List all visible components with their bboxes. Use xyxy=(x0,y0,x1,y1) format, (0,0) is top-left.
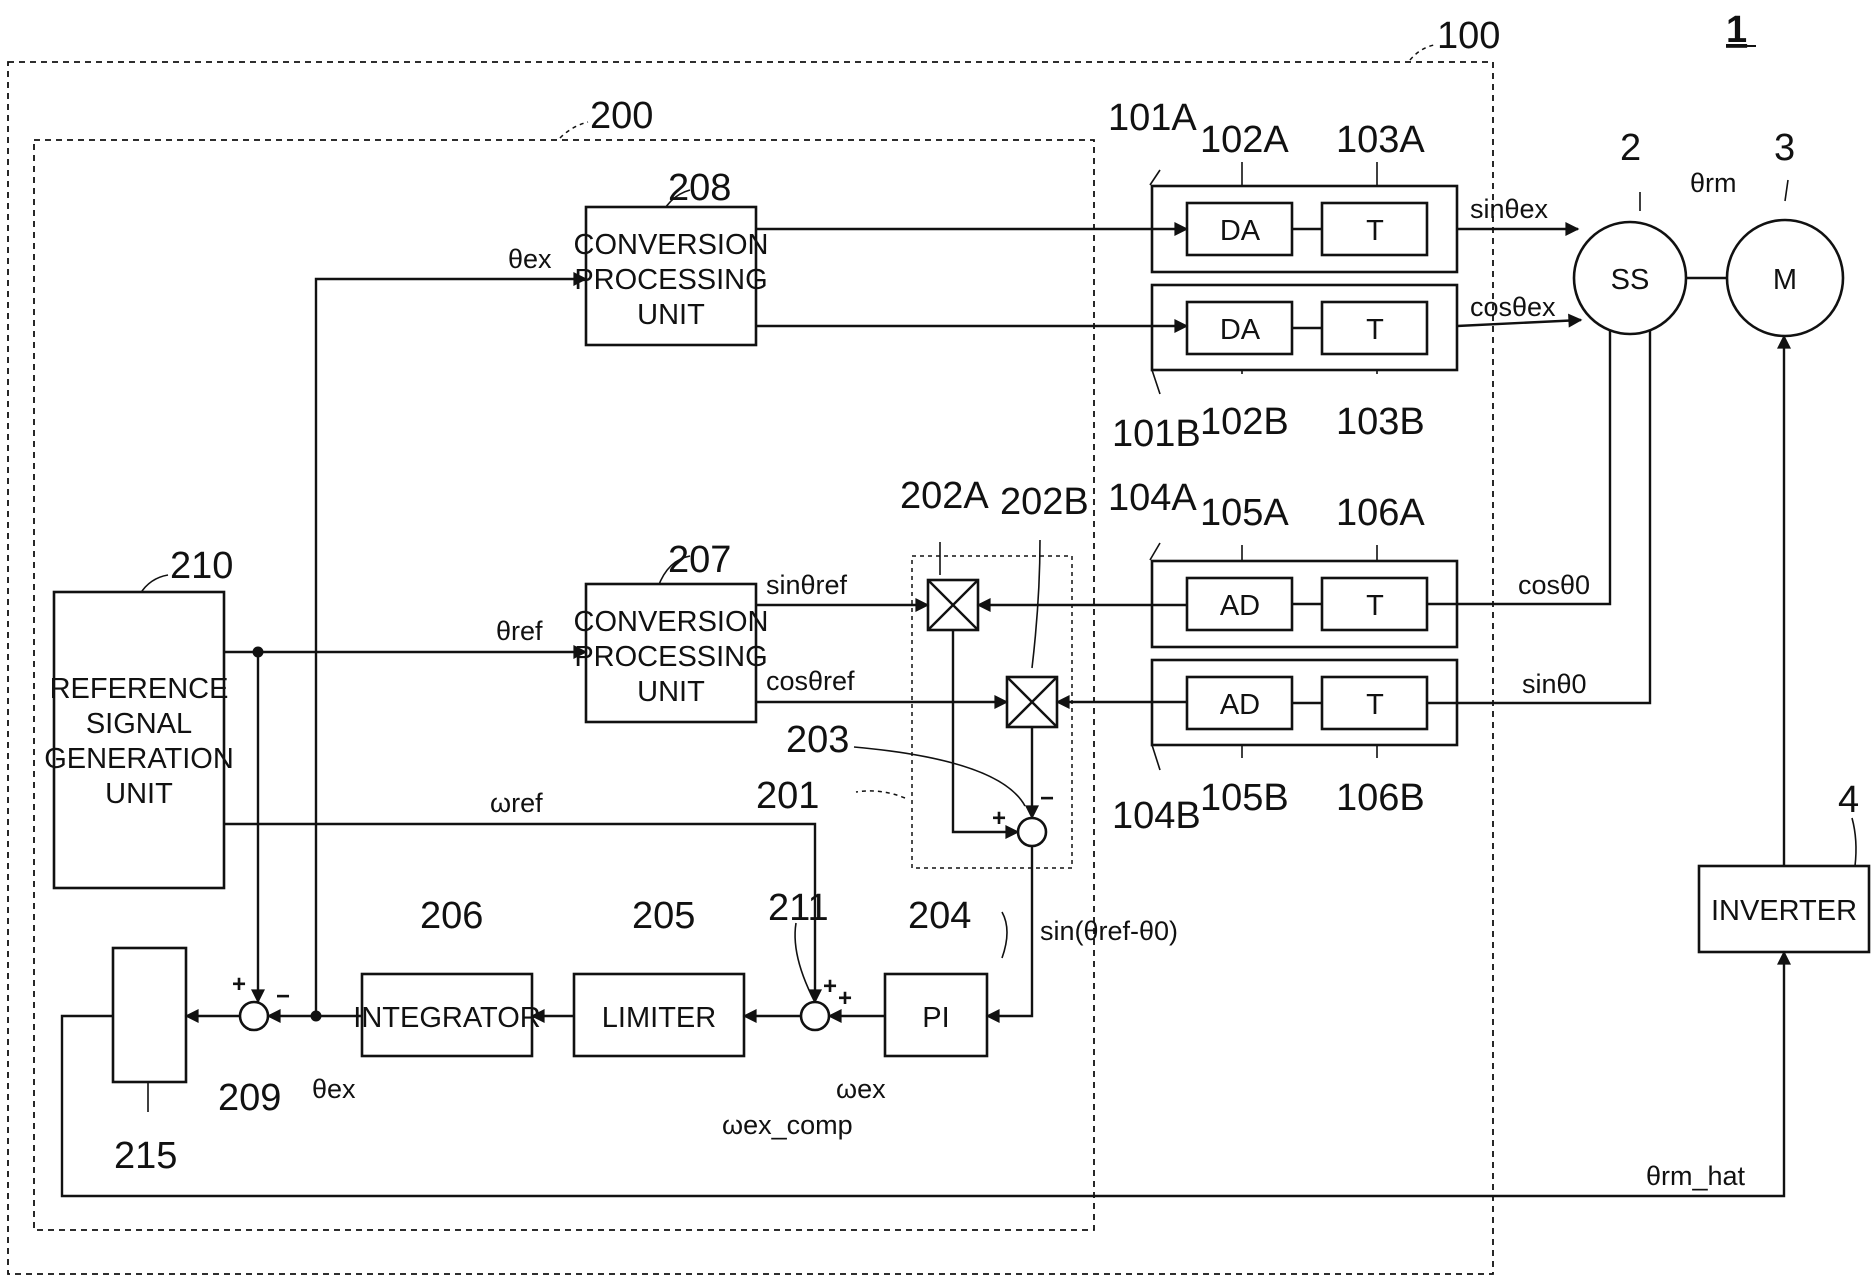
ref-101B: 101B xyxy=(1112,413,1201,455)
leader-200 xyxy=(560,122,588,138)
reference-unit-line2: SIGNAL xyxy=(86,708,192,740)
wire-202A-to-203 xyxy=(953,630,1018,832)
leader-104A xyxy=(1150,543,1160,560)
ref-105A: 105A xyxy=(1200,492,1289,534)
sign-203-plus: + xyxy=(992,805,1006,832)
ref-204: 204 xyxy=(908,895,971,937)
ref-202B: 202B xyxy=(1000,481,1089,523)
ref-202A: 202A xyxy=(900,475,989,517)
wire-sin-diff-to-pi xyxy=(987,846,1032,1016)
label-theta-ex-bottom: θex xyxy=(312,1074,356,1104)
t-106A-label: T xyxy=(1366,590,1384,622)
ref-209: 209 xyxy=(218,1077,281,1119)
leader-101A xyxy=(1150,170,1160,185)
ref-3: 3 xyxy=(1774,127,1795,169)
label-sin-theta-ref: sinθref xyxy=(766,570,848,600)
label-sin-diff: sin(θref-θ0) xyxy=(1040,916,1178,946)
reference-signal-generation-unit xyxy=(54,592,224,888)
ref-100: 100 xyxy=(1437,15,1500,57)
ref-103A: 103A xyxy=(1336,119,1425,161)
ref-208: 208 xyxy=(668,167,731,209)
sign-211-plus-right: + xyxy=(838,985,852,1012)
leader-204 xyxy=(1002,912,1007,958)
ref-215: 215 xyxy=(114,1135,177,1177)
ref-106A: 106A xyxy=(1336,492,1425,534)
limiter-label: LIMITER xyxy=(602,1002,716,1034)
wire-sin-theta0 xyxy=(1427,331,1650,703)
inverter-label: INVERTER xyxy=(1711,895,1857,927)
subtractor-203 xyxy=(1018,818,1046,846)
reference-unit-line3: GENERATION xyxy=(44,743,234,775)
conversion-208-line2: PROCESSING xyxy=(574,264,767,296)
sign-203-minus: − xyxy=(1040,785,1054,812)
adder-211 xyxy=(801,1002,829,1030)
reference-unit-line4: UNIT xyxy=(105,778,173,810)
label-cos-theta-ref: cosθref xyxy=(766,666,855,696)
conversion-207-line2: PROCESSING xyxy=(574,641,767,673)
reference-unit-line1: REFERENCE xyxy=(50,673,229,705)
conversion-208-line1: CONVERSION xyxy=(574,229,769,261)
ad-105A-label: AD xyxy=(1220,590,1260,622)
ref-102A: 102A xyxy=(1200,119,1289,161)
ref-210: 210 xyxy=(170,545,233,587)
label-theta-ref: θref xyxy=(496,616,543,646)
pi-label: PI xyxy=(922,1002,949,1034)
sign-209-minus: − xyxy=(276,983,290,1010)
label-sin-theta-ex: sinθex xyxy=(1470,194,1549,224)
leader-3 xyxy=(1785,180,1788,201)
leader-100 xyxy=(1410,45,1434,60)
multiplier-202B xyxy=(1007,677,1057,727)
t-106B-label: T xyxy=(1366,689,1384,721)
ref-103B: 103B xyxy=(1336,401,1425,443)
label-theta-ex: θex xyxy=(508,244,552,274)
label-omega-ex: ωex xyxy=(836,1074,886,1104)
conversion-207-line1: CONVERSION xyxy=(574,606,769,638)
ref-200: 200 xyxy=(590,95,653,137)
ref-105B: 105B xyxy=(1200,777,1289,819)
conversion-208-line3: UNIT xyxy=(637,299,705,331)
ref-4: 4 xyxy=(1838,779,1859,821)
block-215 xyxy=(113,948,186,1082)
ref-206: 206 xyxy=(420,895,483,937)
t-103B-label: T xyxy=(1366,314,1384,346)
da-102A-label: DA xyxy=(1220,215,1261,247)
ref-106B: 106B xyxy=(1336,777,1425,819)
leader-101B xyxy=(1152,370,1160,394)
label-theta-rm-hat: θrm_hat xyxy=(1646,1161,1746,1191)
ref-201: 201 xyxy=(756,775,819,817)
label-cos-theta0: cosθ0 xyxy=(1518,570,1590,600)
leader-4 xyxy=(1852,818,1856,866)
system-ref-1: 1 xyxy=(1726,9,1747,51)
sign-211-plus-top: + xyxy=(823,973,837,1000)
label-cos-theta-ex: cosθex xyxy=(1470,292,1556,322)
leader-104B xyxy=(1152,745,1160,770)
motor-label: M xyxy=(1773,264,1797,296)
label-omega-ex-comp: ωex_comp xyxy=(722,1110,853,1140)
ref-205: 205 xyxy=(632,895,695,937)
ref-203: 203 xyxy=(786,719,849,761)
integrator-label: INTEGRATOR xyxy=(353,1002,540,1034)
subtractor-209 xyxy=(240,1002,268,1030)
t-103A-label: T xyxy=(1366,215,1384,247)
conversion-207-line3: UNIT xyxy=(637,676,705,708)
ref-207: 207 xyxy=(668,539,731,581)
leader-203 xyxy=(854,747,1025,806)
label-theta-rm: θrm xyxy=(1690,168,1737,198)
leader-201 xyxy=(856,791,905,798)
ref-2: 2 xyxy=(1620,127,1641,169)
da-102B-label: DA xyxy=(1220,314,1261,346)
multiplier-202A xyxy=(928,580,978,630)
label-omega-ref: ωref xyxy=(490,788,543,818)
ref-102B: 102B xyxy=(1200,401,1289,443)
ref-104A: 104A xyxy=(1108,477,1197,519)
ref-104B: 104B xyxy=(1112,795,1201,837)
ad-105B-label: AD xyxy=(1220,689,1260,721)
ref-211: 211 xyxy=(768,887,829,929)
ref-101A: 101A xyxy=(1108,97,1197,139)
label-sin-theta0: sinθ0 xyxy=(1522,669,1587,699)
sign-209-plus: + xyxy=(232,971,246,998)
ss-label: SS xyxy=(1611,264,1650,296)
